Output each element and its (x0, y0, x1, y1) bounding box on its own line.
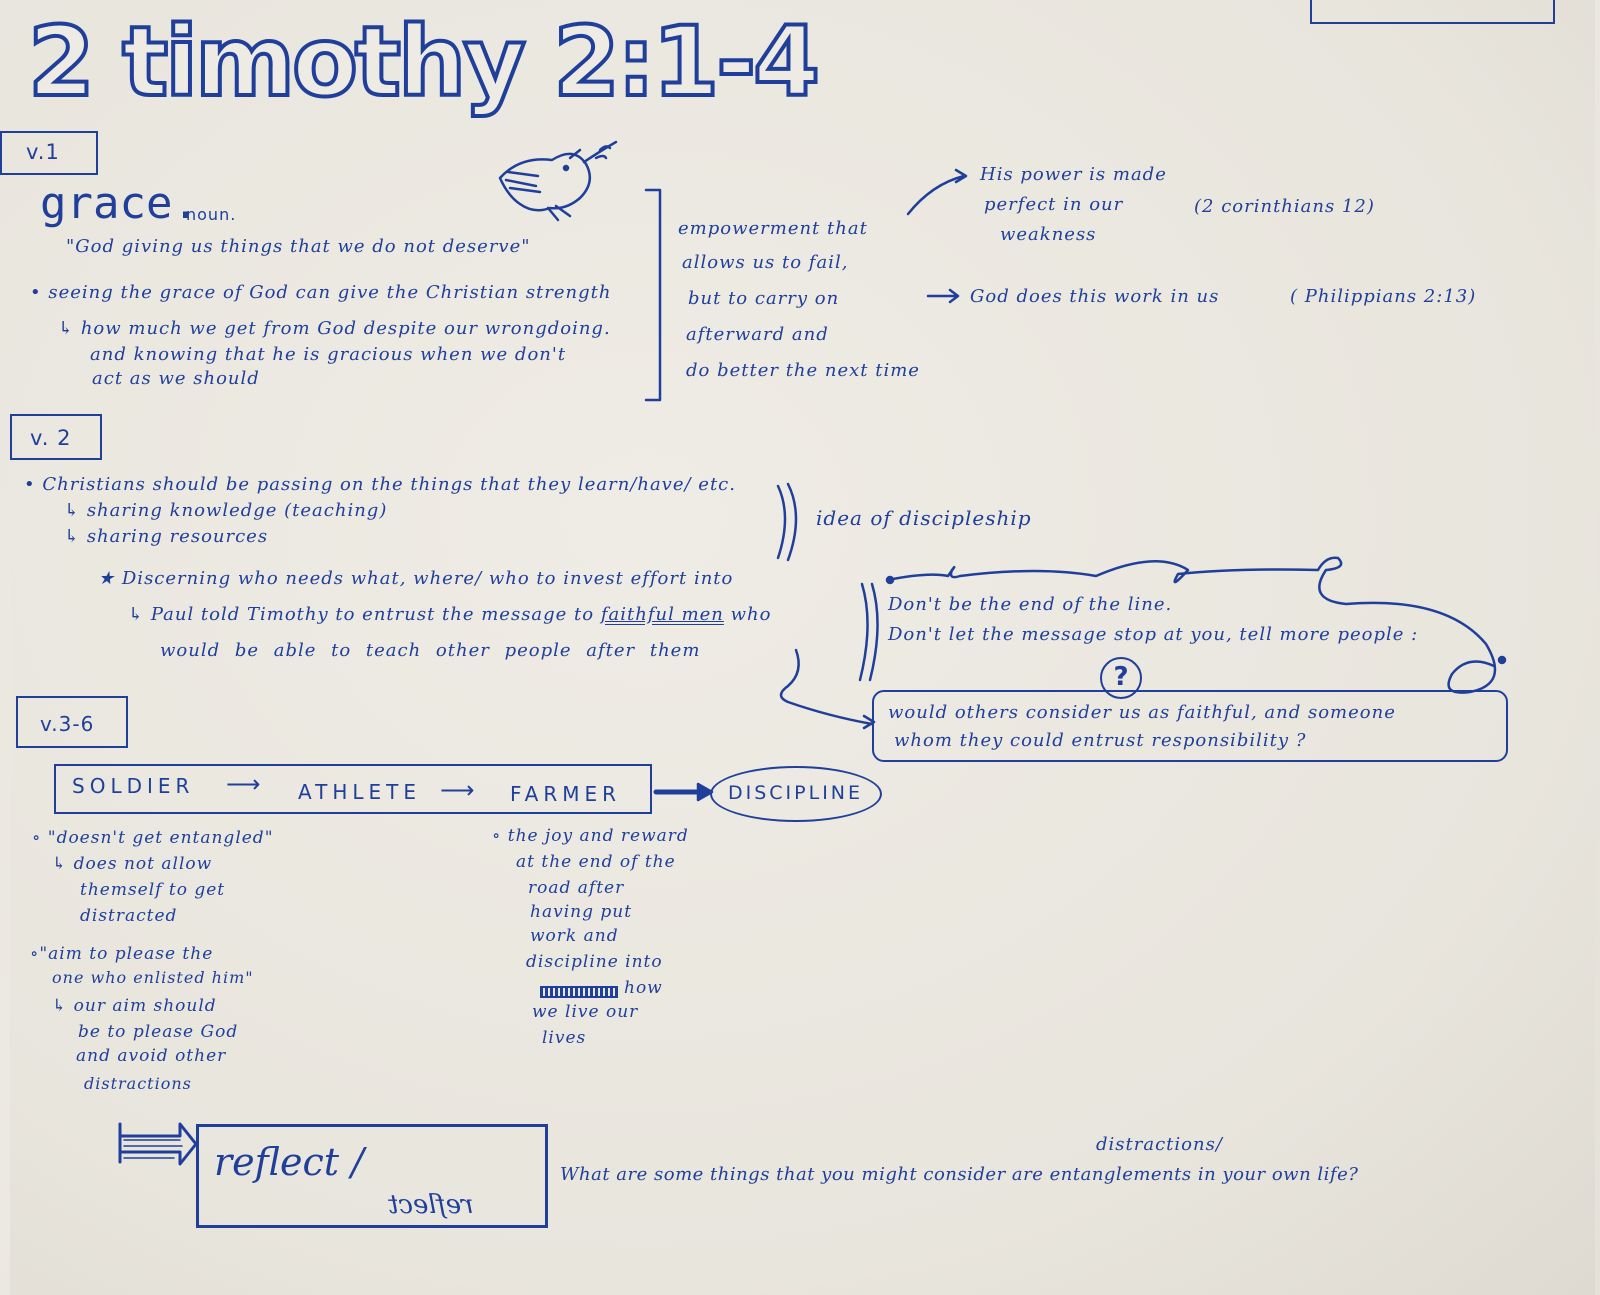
farmer-note-4: having put (530, 902, 633, 922)
discipleship-note: idea of discipleship (816, 506, 1032, 530)
v2-bracket-4 (868, 582, 879, 682)
empowerment-line2: allows us to fail, (682, 252, 849, 273)
v1-bullet: • seeing the grace of God can give the C… (30, 282, 612, 303)
arrow-to-work (926, 288, 960, 304)
soldier-note-3: themself to get (80, 880, 226, 900)
faithful-question-line1: would others consider us as faithful, an… (888, 702, 1396, 723)
reflect-box (196, 1124, 548, 1228)
arrow-to-power (906, 168, 968, 216)
v1-sub3: act as we should (92, 368, 260, 389)
grace-definition: "God giving us things that we do not des… (66, 236, 531, 257)
arrow-icon-1: ⟶ (226, 770, 262, 798)
v2-bullet-text: Christians should be passing on the thin… (42, 474, 736, 495)
verse-label-box-v2 (10, 414, 102, 460)
soldier-note-1-text: "doesn't get entangled" (47, 828, 274, 848)
soldier-note-10: distractions (84, 1074, 192, 1093)
empowerment-line1: empowerment that (678, 218, 868, 239)
verse-label-v2: v. 2 (30, 426, 72, 450)
v1-bracket (644, 188, 662, 402)
farmer-note-5: work and (530, 926, 619, 946)
scribbled-out-word (540, 986, 618, 998)
farmer-note-7: how (624, 978, 663, 998)
arrow-to-question (779, 648, 876, 730)
soldier-label: SOLDIER (72, 774, 195, 798)
verse-label-box-v1 (0, 131, 98, 175)
reflect-question: What are some things that you might cons… (560, 1164, 1359, 1185)
v2-star-text: Discerning who needs what, where/ who to… (121, 568, 734, 589)
farmer-note-8: we live our (532, 1002, 639, 1022)
question-circle: ? (1100, 657, 1142, 699)
soldier-note-5: ∘"aim to please the (30, 944, 214, 964)
grace-word: grace. (40, 178, 199, 229)
soldier-note-2-text: does not allow (73, 854, 213, 874)
v2-bracket-2 (786, 482, 798, 562)
corner-box (1310, 0, 1555, 24)
v2-paul-line2: would be able to teach other people afte… (160, 640, 701, 661)
power-line3: weakness (1000, 224, 1097, 245)
reflect-word: reflect / (214, 1140, 364, 1184)
discipline-label: DISCIPLINE (728, 782, 864, 804)
v1-bullet-text: seeing the grace of God can give the Chr… (48, 282, 612, 303)
page-title: 2 timothy 2:1-4 (26, 6, 822, 118)
v1-sub1-text: how much we get from God despite our wro… (80, 318, 611, 339)
v2-bracket-3 (858, 582, 869, 682)
corinthians-ref: (2 corinthians 12) (1194, 196, 1375, 217)
soldier-note-5-text: "aim to please the (39, 944, 214, 964)
farmer-note-6: discipline into (526, 952, 663, 972)
verse-label-box-v3 (16, 696, 128, 748)
soldier-note-9: and avoid other (76, 1046, 227, 1066)
end-of-line: Don't be the end of the line. (888, 594, 1173, 615)
verse-label-v3: v.3-6 (40, 712, 95, 736)
farmer-label: FARMER (510, 782, 622, 806)
philippians-ref: ( Philippians 2:13) (1290, 286, 1477, 307)
farmer-note-3: road after (528, 878, 625, 898)
v2-sub1: ↳ sharing knowledge (teaching) (64, 500, 388, 521)
soldier-note-1: ∘ "doesn't get entangled" (32, 828, 274, 848)
farmer-note-1: ∘ the joy and reward (492, 826, 689, 846)
empowerment-line5: do better the next time (686, 360, 920, 381)
v1-sub1: ↳ how much we get from God despite our w… (58, 318, 611, 339)
part-of-speech: noun. (186, 205, 237, 224)
faithful-question-line2: whom they could entrust responsibility ? (894, 730, 1307, 751)
analogy-box (54, 764, 652, 814)
star-icon: ★ (98, 568, 116, 589)
v2-bullet: • Christians should be passing on the th… (24, 474, 736, 495)
soldier-note-4: distracted (80, 906, 178, 926)
soldier-note-7: ↳ our aim should (52, 996, 217, 1016)
reflect-arrow (118, 1122, 198, 1166)
empowerment-line3: but to carry on (688, 288, 840, 309)
notebook-page (10, 0, 1595, 1295)
dove-icon (498, 140, 618, 222)
v1-sub2: and knowing that he is gracious when we … (90, 344, 567, 365)
v2-sub1-text: sharing knowledge (teaching) (86, 500, 388, 521)
v2-sub2-text: sharing resources (86, 526, 269, 547)
soldier-note-8: be to please God (78, 1022, 239, 1042)
question-box (872, 690, 1508, 762)
farmer-note-2: at the end of the (516, 852, 676, 872)
power-line2: perfect in our (984, 194, 1124, 215)
farmer-note-9: lives (542, 1028, 587, 1048)
farmer-note-1-text: the joy and reward (507, 826, 689, 846)
paul-text-pre: Paul told Timothy to entrust the message… (150, 604, 601, 625)
distractions-insert: distractions/ (1096, 1134, 1223, 1155)
faithful-men: faithful men (600, 604, 724, 625)
verse-label-v1: v.1 (26, 140, 60, 164)
power-line1: His power is made (980, 164, 1167, 185)
soldier-note-7-text: our aim should (73, 996, 217, 1016)
god-does-work: God does this work in us (970, 286, 1220, 307)
v2-star-line: ★ Discerning who needs what, where/ who … (98, 568, 733, 589)
paul-text-post: who (723, 604, 772, 625)
empowerment-line4: afterward and (686, 324, 829, 345)
v2-sub2: ↳ sharing resources (64, 526, 269, 547)
athlete-label: ATHLETE (298, 780, 422, 804)
v2-bracket-1 (776, 484, 787, 560)
curly-line (886, 556, 1497, 694)
soldier-note-2: ↳ does not allow (52, 854, 213, 874)
message-stop: Don't let the message stop at you, tell … (888, 624, 1419, 645)
arrow-icon-2: ⟶ (440, 776, 476, 804)
v2-paul-line1: ↳ Paul told Timothy to entrust the messa… (128, 604, 772, 625)
soldier-note-6: one who enlisted him" (52, 968, 254, 987)
